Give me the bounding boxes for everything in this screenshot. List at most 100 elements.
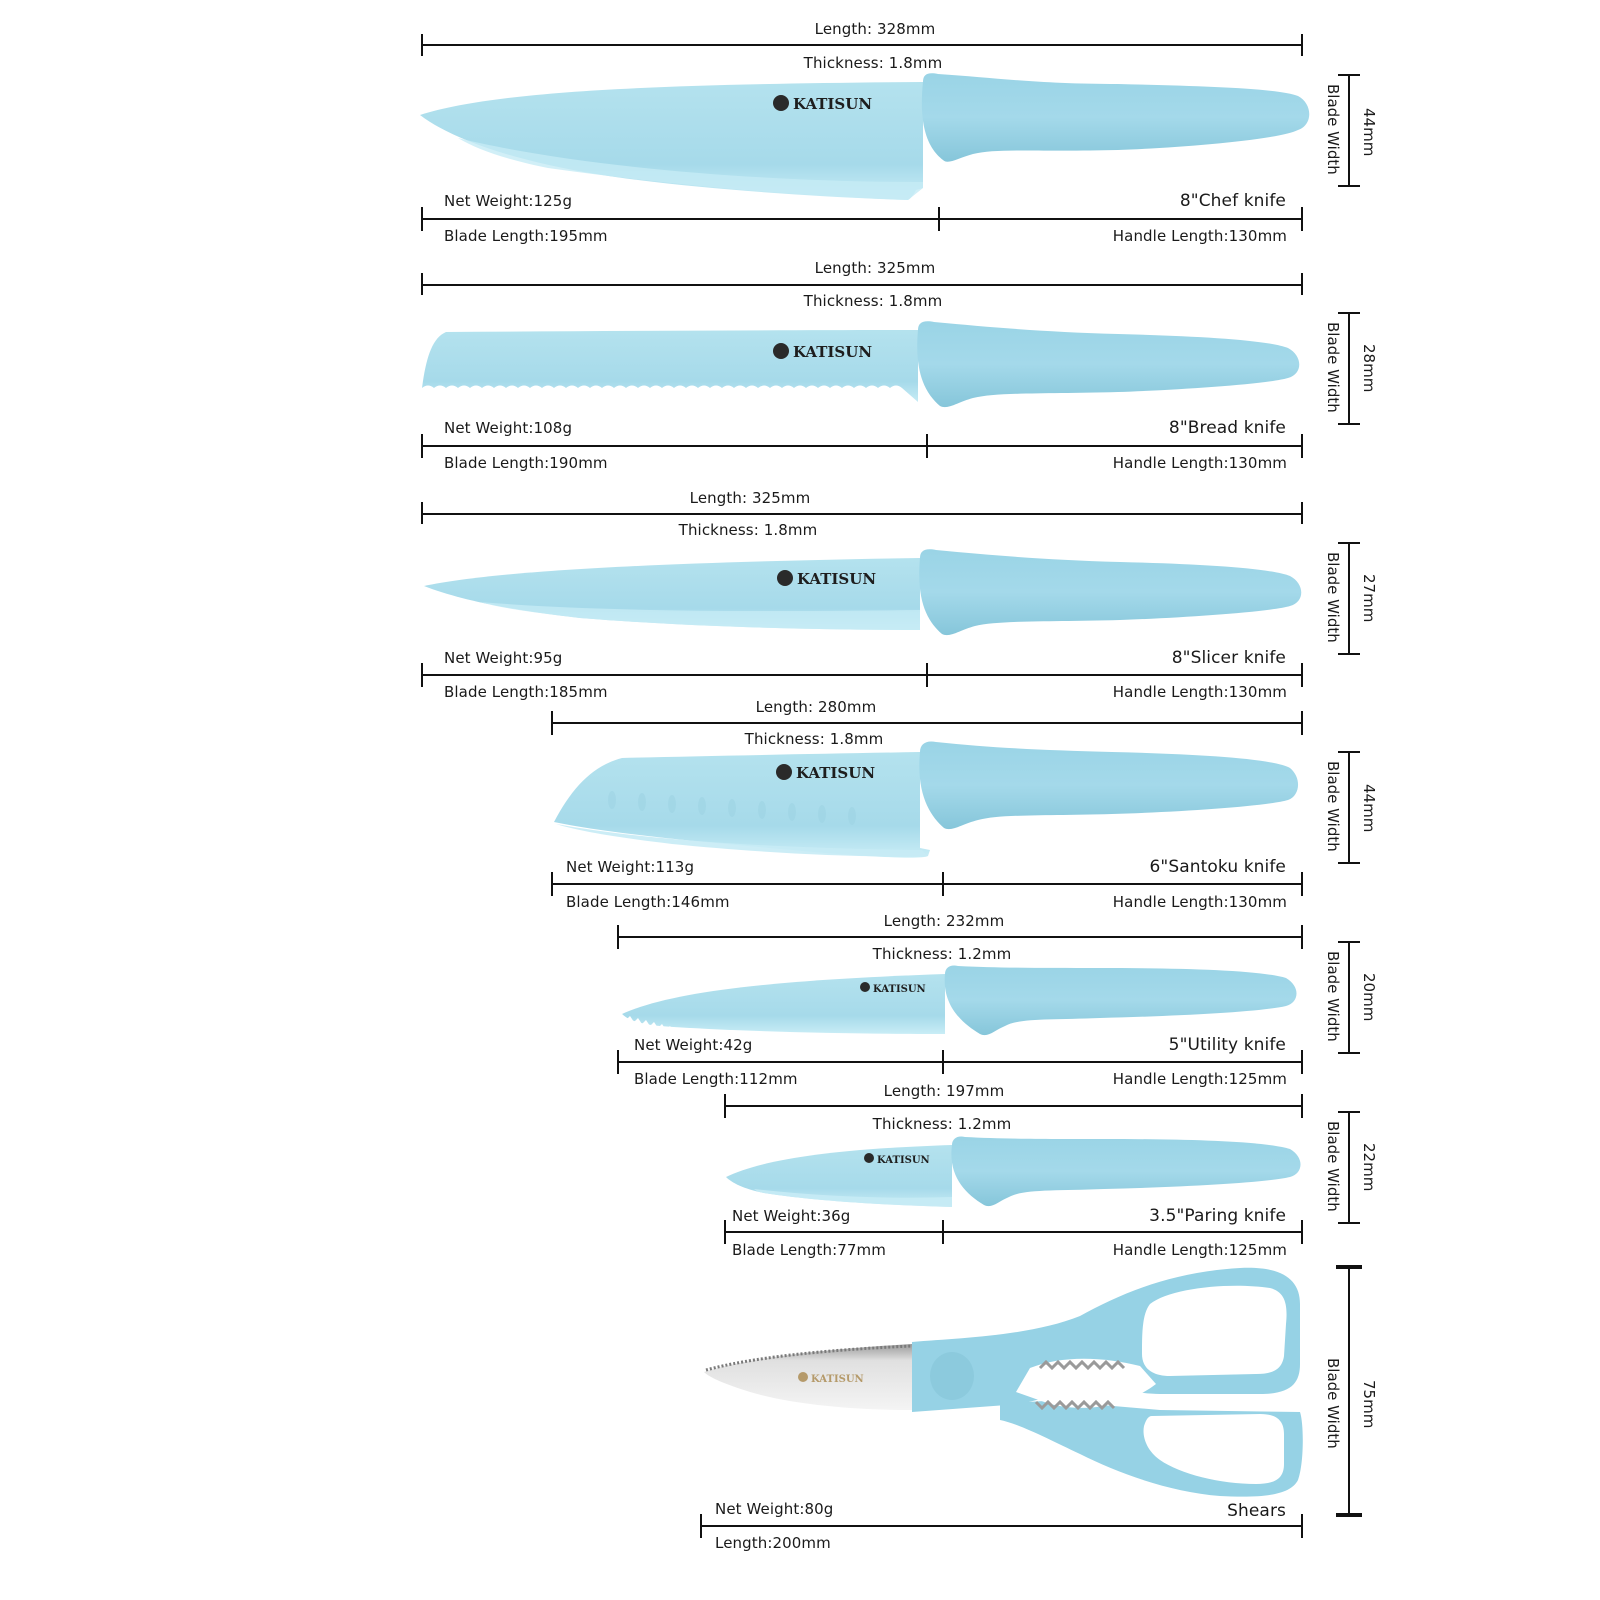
katisun-logo: KATISUN <box>864 1153 930 1166</box>
dimension-tick <box>942 1220 944 1244</box>
handle-length-label: Handle Length:125mm <box>1112 1070 1287 1088</box>
dimension-tick <box>1301 925 1303 949</box>
dimension-tick <box>421 663 423 687</box>
blade-width-line <box>1348 941 1350 1054</box>
dimension-tick <box>938 207 940 231</box>
blade-handle-dimension-line <box>724 1231 1303 1233</box>
blade-length-label: Blade Length:185mm <box>444 683 608 701</box>
blade-width-line <box>1348 542 1350 655</box>
dimension-tick <box>700 1514 702 1538</box>
net-weight-label: Net Weight:113g <box>566 858 695 876</box>
length-label: Length: 232mm <box>883 912 1005 930</box>
dimension-tick <box>1338 941 1360 943</box>
blade-handle-dimension-line <box>421 674 1303 676</box>
blade-width-line <box>1348 751 1350 864</box>
item-name: 8"Slicer knife <box>1171 648 1286 668</box>
blade-handle-dimension-line <box>551 883 1303 885</box>
blade-width-caption: Blade Width <box>1324 84 1342 175</box>
dimension-tick <box>1301 273 1303 295</box>
blade-width-caption: Blade Width <box>1324 951 1342 1042</box>
dimension-tick <box>551 872 553 896</box>
dimension-tick <box>1338 74 1360 76</box>
dimension-tick <box>617 1050 619 1074</box>
dimension-tick <box>551 711 553 735</box>
length-label: Length: 280mm <box>755 698 877 716</box>
net-weight-label: Net Weight:80g <box>715 1500 834 1518</box>
blade-handle-dimension-line <box>421 445 1303 447</box>
dimension-tick <box>1338 1111 1360 1113</box>
blade-width-line <box>1348 1111 1350 1224</box>
blade-width-value: 44mm <box>1360 784 1378 833</box>
net-weight-label: Net Weight:108g <box>444 419 573 437</box>
dimension-tick <box>942 1050 944 1074</box>
dimension-tick <box>1338 1222 1360 1224</box>
item-name: 5"Utility knife <box>1168 1035 1286 1055</box>
santoku-knife-image: KATISUN <box>554 741 1299 858</box>
dimension-tick <box>1338 751 1360 753</box>
thickness-label: Thickness: 1.2mm <box>872 1115 1012 1133</box>
item-name: 8"Bread knife <box>1168 418 1286 438</box>
blade-handle-dimension-line <box>617 1061 1303 1063</box>
dimension-tick <box>421 434 423 458</box>
dimension-tick <box>1301 711 1303 735</box>
bread-knife-image: KATISUN <box>422 321 1300 410</box>
dimension-tick <box>1338 1052 1360 1054</box>
blade-width-value: 44mm <box>1360 108 1378 157</box>
handle-length-label: Handle Length:125mm <box>1112 1241 1287 1259</box>
blade-width-caption: Blade Width <box>1324 322 1342 413</box>
blade-width-value: 28mm <box>1360 344 1378 393</box>
dimension-tick <box>1336 1265 1362 1269</box>
item-name: 3.5"Paring knife <box>1149 1206 1286 1226</box>
dimension-tick <box>1301 434 1303 458</box>
item-name: 8"Chef knife <box>1179 191 1286 211</box>
dimension-tick <box>421 502 423 524</box>
paring-knife-image: KATISUN <box>726 1136 1301 1207</box>
katisun-logo: KATISUN <box>798 1372 864 1385</box>
svg-text:KATISUN: KATISUN <box>873 984 926 995</box>
dimension-tick <box>1338 185 1360 187</box>
dimension-tick <box>1301 502 1303 524</box>
handle-length-label: Handle Length:130mm <box>1112 227 1287 245</box>
length-dimension-line <box>724 1105 1303 1107</box>
dimension-tick <box>421 34 423 56</box>
dimension-tick <box>1338 312 1360 314</box>
length-dimension-line <box>617 936 1303 938</box>
net-weight-label: Net Weight:95g <box>444 649 563 667</box>
dimension-tick <box>1301 872 1303 896</box>
dimension-tick <box>1301 1050 1303 1074</box>
blade-width-caption: Blade Width <box>1324 552 1342 643</box>
thickness-label: Thickness: 1.8mm <box>803 54 943 72</box>
blade-width-value: 75mm <box>1360 1380 1378 1429</box>
handle-length-label: Handle Length:130mm <box>1112 893 1287 911</box>
blade-length-label: Blade Length:190mm <box>444 454 608 472</box>
dimension-tick <box>1301 207 1303 231</box>
length-label: Length:200mm <box>715 1534 831 1552</box>
item-name: 6"Santoku knife <box>1149 857 1286 877</box>
katisun-logo: KATISUN <box>773 95 872 113</box>
dimension-tick <box>1301 663 1303 687</box>
length-label: Length: 328mm <box>814 20 936 38</box>
blade-width-line <box>1348 1266 1350 1516</box>
dimension-tick <box>421 207 423 231</box>
length-dimension-line <box>551 722 1303 724</box>
handle-length-label: Handle Length:130mm <box>1112 683 1287 701</box>
dimension-tick <box>724 1094 726 1118</box>
svg-text:KATISUN: KATISUN <box>797 570 876 588</box>
blade-width-caption: Blade Width <box>1324 761 1342 852</box>
dimension-tick <box>1301 34 1303 56</box>
length-dimension-line <box>700 1525 1303 1527</box>
katisun-logo: KATISUN <box>773 343 872 361</box>
blade-width-caption: Blade Width <box>1324 1358 1342 1449</box>
svg-text:KATISUN: KATISUN <box>793 95 872 113</box>
blade-width-value: 22mm <box>1360 1143 1378 1192</box>
net-weight-label: Net Weight:36g <box>732 1207 851 1225</box>
dimension-tick <box>1301 1220 1303 1244</box>
svg-text:KATISUN: KATISUN <box>793 343 872 361</box>
dimension-tick <box>1301 1514 1303 1538</box>
svg-text:KATISUN: KATISUN <box>796 764 875 782</box>
svg-text:KATISUN: KATISUN <box>877 1155 930 1166</box>
thickness-label: Thickness: 1.2mm <box>872 945 1012 963</box>
net-weight-label: Net Weight:42g <box>634 1036 753 1054</box>
blade-length-label: Blade Length:112mm <box>634 1070 798 1088</box>
dimension-tick <box>1338 862 1360 864</box>
